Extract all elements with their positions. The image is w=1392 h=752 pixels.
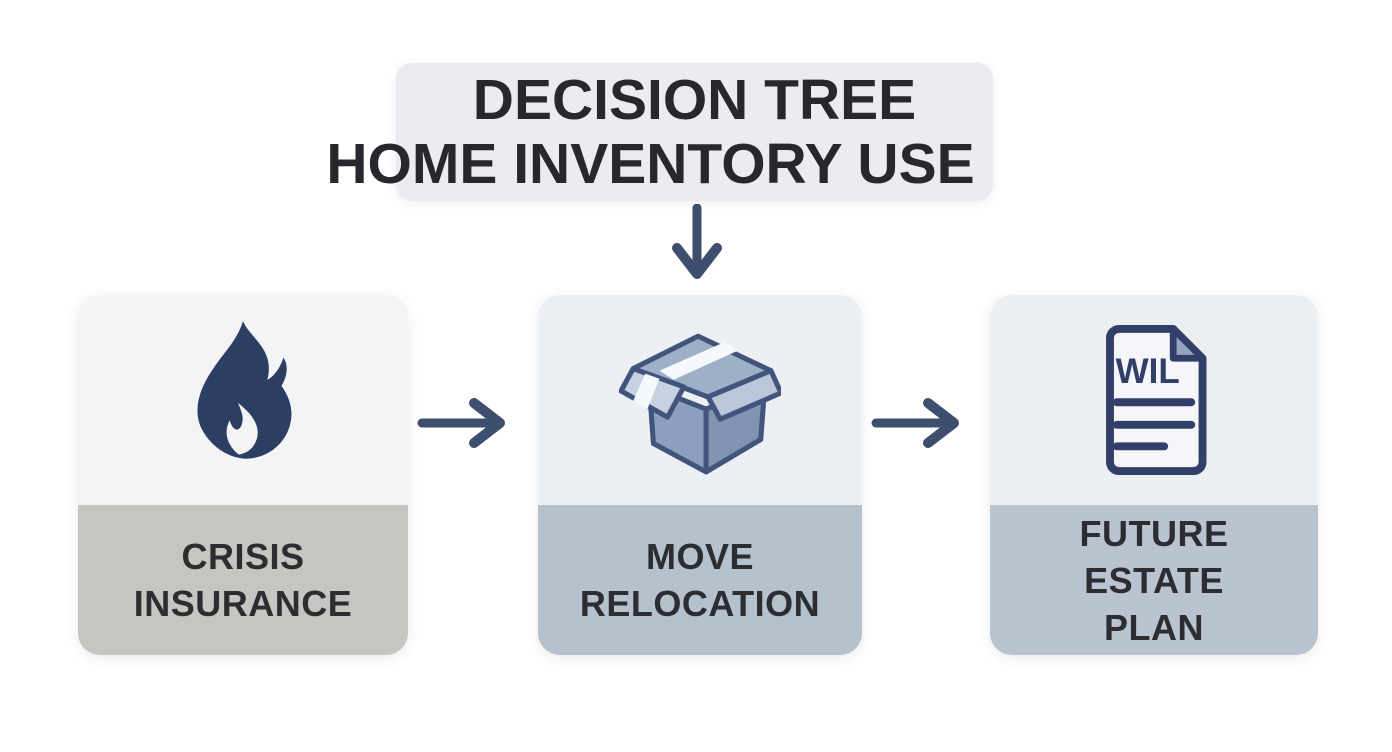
node-label-line: RELOCATION xyxy=(579,583,821,624)
node-label-line: CRISIS xyxy=(181,536,305,577)
card-icon-area: WIL xyxy=(990,295,1318,505)
flame-icon xyxy=(197,321,292,459)
node-label-line: ESTATE xyxy=(1084,559,1224,601)
card-label-band: FUTURE ESTATE PLAN xyxy=(990,505,1318,655)
node-card-crisis-insurance: CRISIS INSURANCE xyxy=(78,295,408,655)
node-card-move-relocation: MOVE RELOCATION xyxy=(538,295,862,655)
node-label-line: INSURANCE xyxy=(133,583,353,624)
node-label-line: FUTURE xyxy=(1079,512,1229,554)
title-line-2: HOME INVENTORY USE xyxy=(326,132,975,196)
node-label-line: PLAN xyxy=(1104,606,1204,648)
title-banner: DECISION TREE HOME INVENTORY USE xyxy=(326,63,993,201)
down-arrow-icon xyxy=(667,204,727,294)
card-label-band: MOVE RELOCATION xyxy=(538,505,862,655)
open-box-icon xyxy=(619,333,781,475)
title-line-1: DECISION TREE xyxy=(472,68,917,132)
card-icon-area xyxy=(78,295,408,505)
node-label-line: MOVE xyxy=(645,536,754,577)
will-text: WIL xyxy=(1116,352,1180,391)
right-arrow-icon xyxy=(416,393,521,453)
right-arrow-icon xyxy=(870,393,975,453)
card-label-band: CRISIS INSURANCE xyxy=(78,505,408,655)
node-card-future-estate-plan: WIL FUTURE ESTATE PLAN xyxy=(990,295,1318,655)
will-document-icon: WIL xyxy=(1106,324,1207,476)
card-icon-area xyxy=(538,295,862,505)
